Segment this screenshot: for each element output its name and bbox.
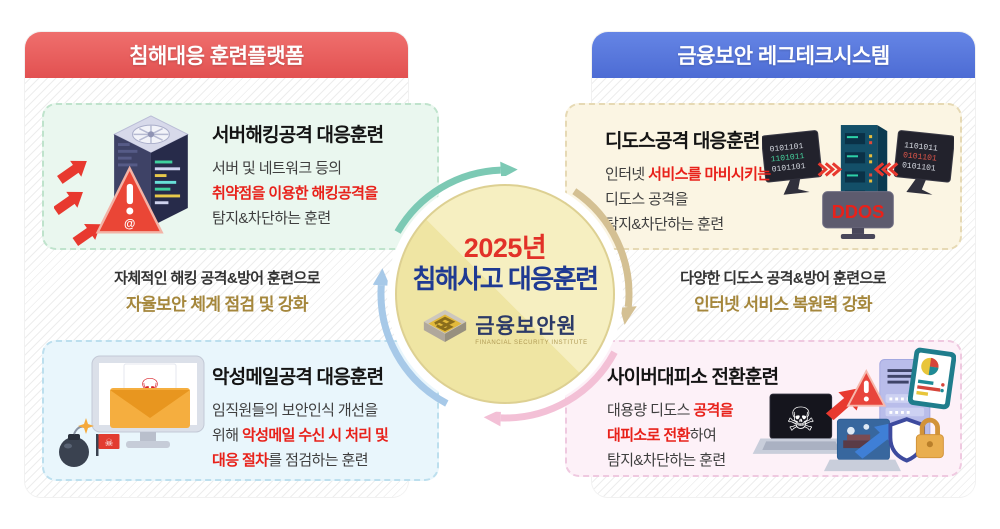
card-title: 악성메일공격 대응훈련 [212, 367, 384, 388]
card-cyber-shelter: ☠ [565, 340, 962, 477]
hacked-server-icon: @ [54, 115, 189, 246]
center-circle: 2025년 침해사고 대응훈련 금융보안원 FINANCIAL SECURITY… [395, 184, 615, 404]
panel-header-right: 금융보안 레그테크시스템 [592, 32, 975, 78]
skull-icon: ☠ [786, 401, 815, 438]
image-laptop-icon [823, 418, 901, 472]
svg-text:0101101: 0101101 [902, 161, 937, 174]
svg-text:1101011: 1101011 [904, 141, 939, 154]
ddos-label: DDOS [832, 202, 884, 222]
svg-text:1101011: 1101011 [770, 152, 805, 165]
spark-icon [78, 418, 94, 434]
card-title: 사이버대피소 전환훈련 [607, 367, 779, 388]
svg-text:0101101: 0101101 [903, 151, 938, 164]
fsi-logo: 금융보안원 FINANCIAL SECURITY INSTITUTE [422, 307, 587, 355]
pirate-flag-icon: ☠ [96, 434, 120, 456]
cyber-shelter-icon: ☠ [752, 347, 956, 472]
attacker-monitor-left-icon: 0101101 1101011 0101101 [762, 130, 823, 195]
fsi-logo-mark [424, 309, 467, 343]
warning-triangle-icon: @ [95, 165, 164, 234]
bridge-caption-right: 다양한 디도스 공격&방어 훈련으로 인터넷 서비스 복원력 강화 [680, 270, 886, 314]
padlock-icon [915, 417, 944, 459]
bomb-icon [59, 418, 94, 467]
attacker-monitor-right-icon: 1101011 0101101 0101101 [893, 130, 954, 195]
server-code-lights [118, 143, 181, 205]
skull-laptop-icon: ☠ [752, 393, 849, 454]
org-name: 금융보안원 [475, 315, 577, 338]
skull-icon: ☠ [105, 438, 114, 449]
envelope-icon [110, 388, 190, 428]
org-name-en: FINANCIAL SECURITY INSTITUTE [475, 340, 588, 346]
svg-text:0101101: 0101101 [771, 162, 806, 175]
card-title: 디도스공격 대응훈련 [605, 131, 760, 152]
panel-header-left: 침해대응 훈련플랫폼 [25, 32, 408, 78]
warning-triangle-icon [846, 368, 887, 407]
attack-arrows-icon [54, 160, 101, 246]
ddos-attack-icon: 0101101 1101011 0101101 1101011 0101101 … [762, 125, 954, 239]
center-title: 침해사고 대응훈련 [412, 264, 599, 294]
cycle-arrowhead-top [500, 161, 518, 179]
center-year: 2025년 [463, 233, 547, 263]
malicious-mail-icon: ☠ ☠ [59, 355, 205, 467]
ddos-monitor-icon: DDOS [822, 191, 894, 239]
cycle-arrowhead-bottom [483, 409, 501, 427]
at-sign-icon: @ [124, 217, 135, 230]
card-ddos-attack: 0101101 1101011 0101101 1101011 0101101 … [565, 103, 962, 250]
card-title: 서버해킹공격 대응훈련 [212, 125, 384, 146]
report-tablet-icon [907, 347, 956, 410]
svg-text:0101101: 0101101 [769, 142, 804, 155]
bridge-caption-left: 자체적인 해킹 공격&방어 훈련으로 자율보안 체계 점검 및 강화 [114, 270, 320, 314]
attack-chevrons-icon [817, 162, 899, 177]
